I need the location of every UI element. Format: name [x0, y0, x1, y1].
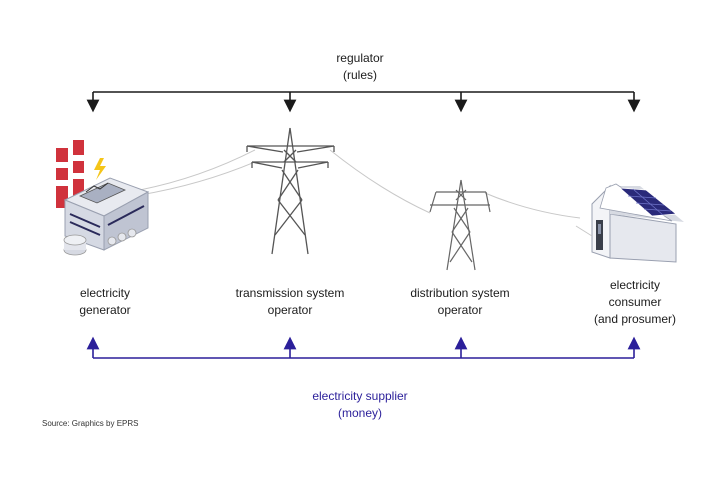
actor-label-tso: transmission system operator [205, 285, 375, 319]
actor-label-dso: distribution system operator [380, 285, 540, 319]
actor-label-generator: electricity generator [40, 285, 170, 319]
power-plant-icon [56, 140, 150, 256]
regulator-arrows [86, 91, 641, 113]
supplier-line1: electricity supplier [312, 389, 408, 403]
power-lines [139, 149, 581, 219]
house-solar-icon [575, 183, 684, 263]
regulator-label: regulator (rules) [290, 50, 430, 84]
distribution-tower-icon [429, 179, 491, 271]
supplier-label: electricity supplier (money) [285, 388, 435, 422]
actor-label-line: transmission system [235, 286, 345, 300]
actor-label-consumer: electricity consumer (and prosumer) [560, 277, 710, 328]
actor-label-line: electricity [609, 278, 660, 292]
regulator-line2: (rules) [342, 68, 377, 82]
source-note: Source: Graphics by EPRS [42, 419, 139, 428]
actor-label-line: generator [79, 303, 131, 317]
supplier-arrows [86, 336, 641, 359]
actor-label-line: distribution system [410, 286, 510, 300]
actor-label-line: consumer [608, 295, 662, 309]
supplier-line2: (money) [337, 406, 382, 420]
actor-label-line: operator [437, 303, 483, 317]
transmission-tower-icon [246, 127, 335, 255]
actor-label-line: electricity [79, 286, 130, 300]
actor-label-line: operator [267, 303, 313, 317]
actor-label-line: (and prosumer) [593, 312, 677, 326]
regulator-line1: regulator [336, 51, 384, 65]
